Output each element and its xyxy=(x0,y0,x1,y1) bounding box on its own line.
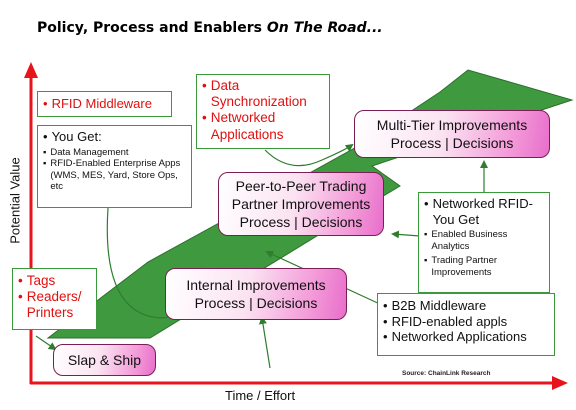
rfid-middleware-callout: •RFID Middleware xyxy=(37,91,172,117)
networked-rfid-item: Trading Partner Improvements xyxy=(431,255,498,278)
b2b-item: RFID-enabled appls xyxy=(391,313,508,329)
b2b-callout: •B2B Middleware •RFID-enabled appls •Net… xyxy=(377,293,555,356)
you-get-callout: •You Get: ▪Data Management ▪RFID-Enabled… xyxy=(37,125,192,208)
networked-rfid-item: Enabled Business Analytics xyxy=(431,229,508,252)
source-note: Source: ChainLink Research xyxy=(402,370,491,377)
stage-peer-to-peer: Peer-to-Peer Trading Partner Improvement… xyxy=(218,172,384,236)
data-sync-callout: •Data Synchronization •Networked Applica… xyxy=(196,74,330,149)
b2b-item: Networked Applications xyxy=(391,329,527,345)
data-sync-item: Data Synchronization xyxy=(210,78,307,110)
rfid-middleware-label: RFID Middleware xyxy=(51,96,152,111)
data-sync-item: Networked Applications xyxy=(210,110,284,142)
stage-internal-line: Internal Improvements xyxy=(186,276,326,293)
page-title: Policy, Process and Enablers On The Road… xyxy=(37,20,383,36)
stage-peer-line: Peer-to-Peer Trading xyxy=(235,177,367,194)
stage-peer-line: Process | Decisions xyxy=(239,214,363,231)
stage-slap-ship-label: Slap & Ship xyxy=(67,351,142,368)
stage-slap-ship: Slap & Ship xyxy=(53,344,156,376)
tags-readers-callout: •Tags •Readers/ Printers xyxy=(12,268,97,330)
x-axis-label: Time / Effort xyxy=(225,388,296,403)
tags-item: Tags xyxy=(26,273,56,288)
b2b-item: B2B Middleware xyxy=(391,298,487,313)
connector-data-sync xyxy=(264,143,354,167)
stage-multi-tier: Multi-Tier Improvements Process | Decisi… xyxy=(354,110,550,158)
you-get-item: RFID-Enabled Enterprise Apps (WMS, MES, … xyxy=(50,158,181,193)
you-get-heading: You Get: xyxy=(51,129,102,144)
y-axis-label: Potential Value xyxy=(7,157,23,244)
stage-internal-improvements: Internal Improvements Process | Decision… xyxy=(165,268,347,320)
stage-multi-tier-line: Multi-Tier Improvements xyxy=(376,116,528,133)
stage-multi-tier-line: Process | Decisions xyxy=(390,135,514,151)
networked-rfid-callout: •Networked RFID-You Get ▪Enabled Busines… xyxy=(418,192,550,293)
stage-internal-line: Process | Decisions xyxy=(194,295,318,311)
x-axis-arrowhead xyxy=(552,376,568,390)
readers-item: Readers/ Printers xyxy=(26,289,82,321)
networked-rfid-heading: Networked RFID-You Get xyxy=(432,196,533,227)
connector-bottom xyxy=(258,316,271,369)
you-get-item: Data Management xyxy=(50,146,129,158)
stage-peer-line: Partner Improvements xyxy=(231,195,371,212)
connector-networked-rfid xyxy=(391,230,421,239)
y-axis-arrowhead xyxy=(24,62,38,78)
connector-tags xyxy=(35,335,57,351)
